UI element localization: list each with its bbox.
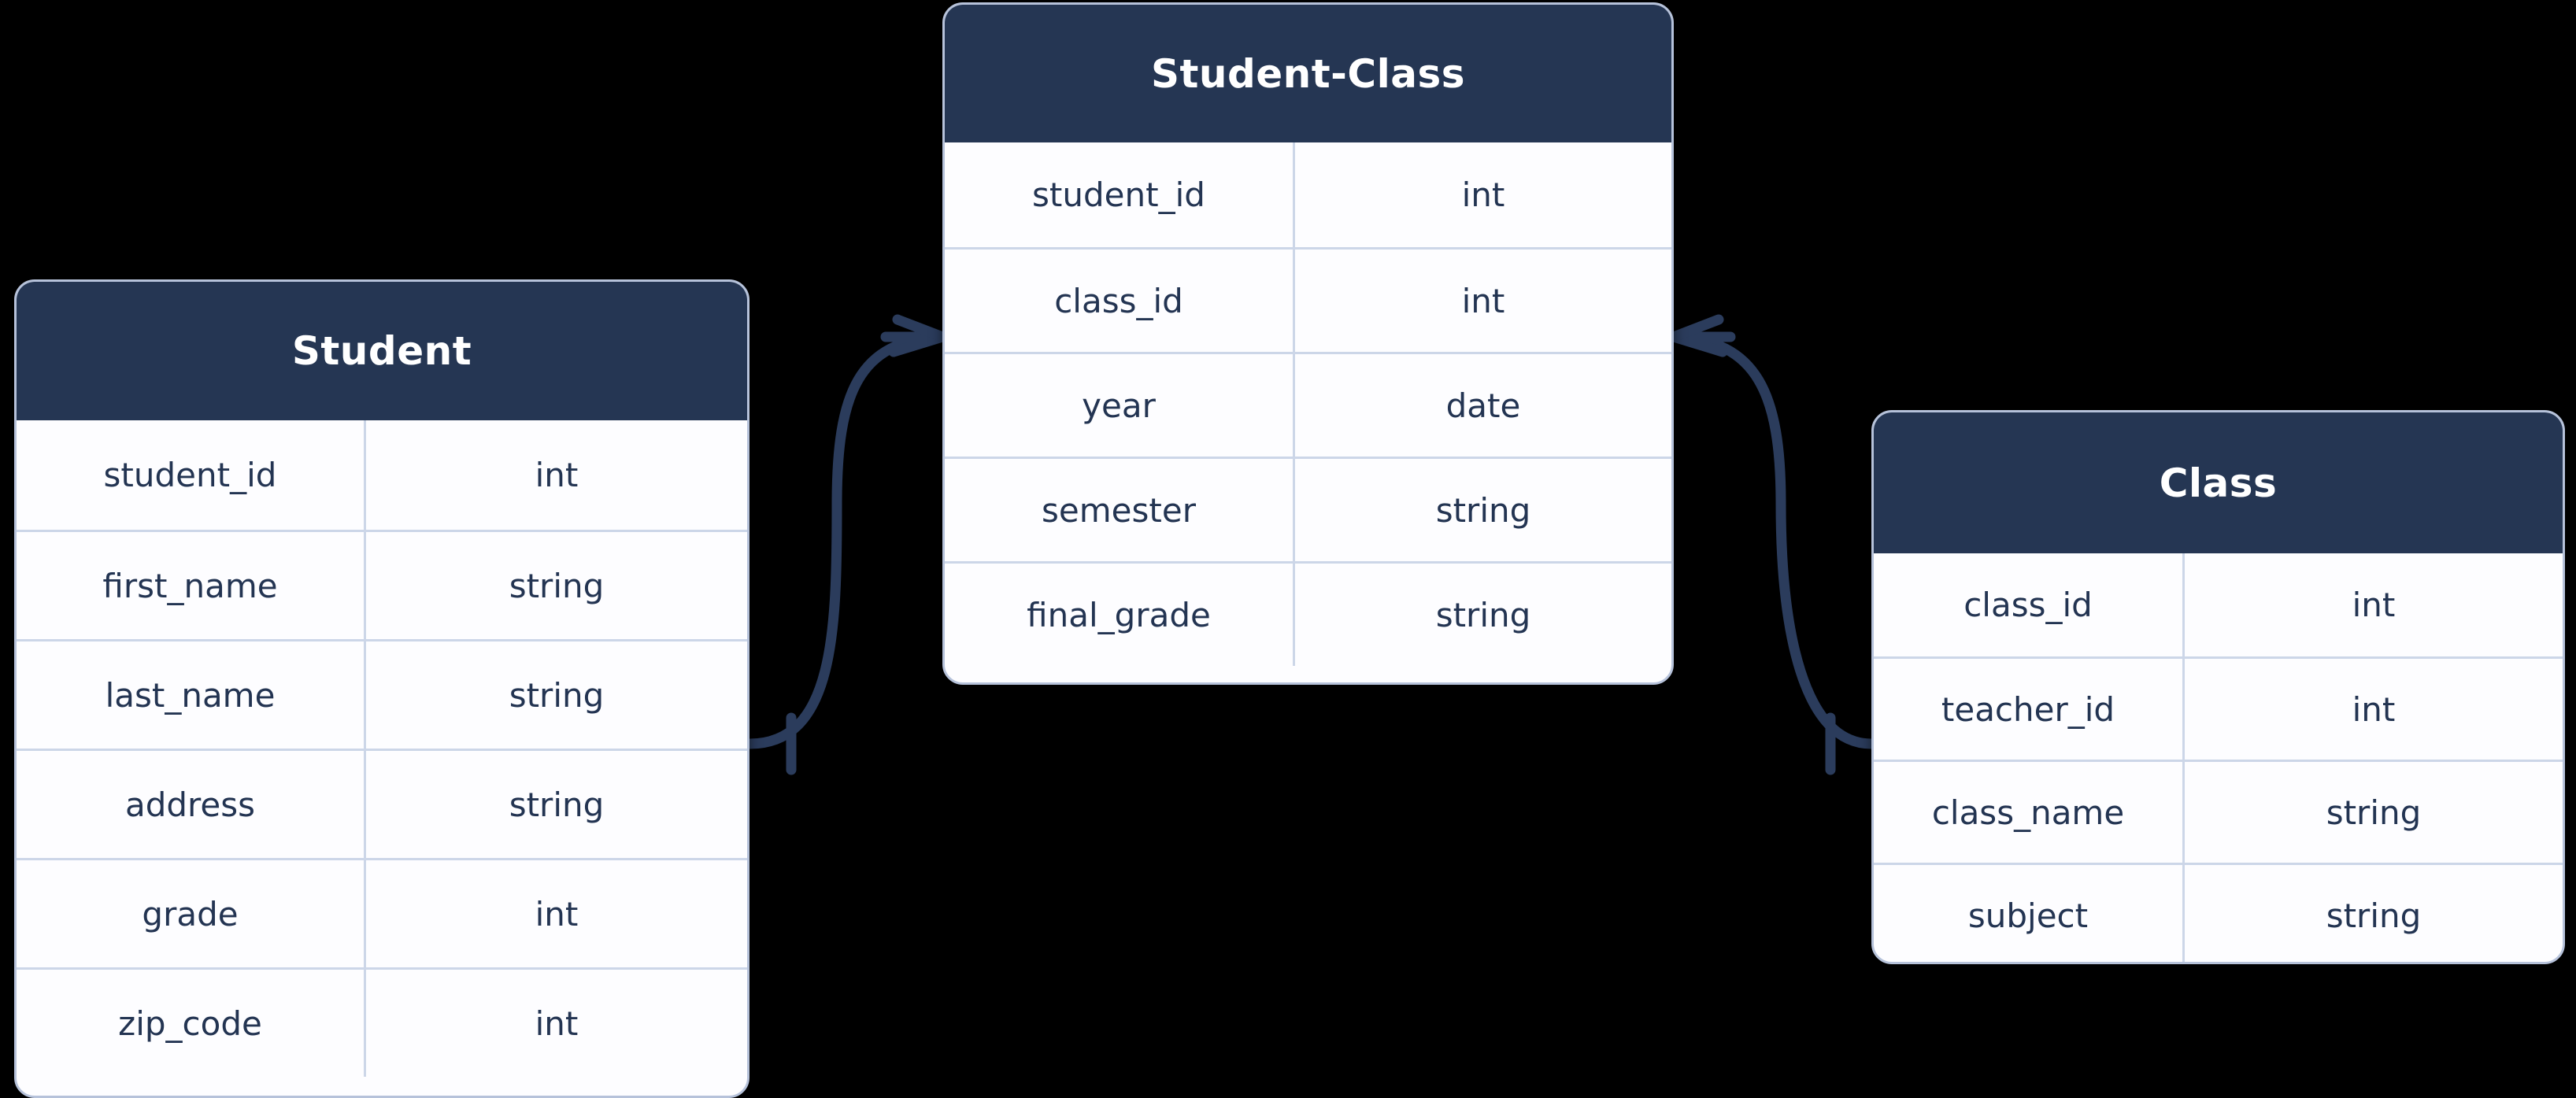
table-row: final_grade string xyxy=(945,561,1671,666)
attribute-name: subject xyxy=(1874,865,2185,962)
table-row: student_id int xyxy=(945,142,1671,247)
table-row: student_id int xyxy=(17,420,747,530)
entity-student-title: Student xyxy=(17,282,747,420)
attribute-type: int xyxy=(535,894,579,933)
attribute-name: year xyxy=(945,354,1295,457)
table-row: teacher_id int xyxy=(1874,656,2563,760)
table-row: class_id int xyxy=(1874,553,2563,656)
attribute-name: student_id xyxy=(945,142,1295,247)
attribute-type: int xyxy=(535,1004,579,1043)
attribute-type: int xyxy=(535,456,579,494)
table-row: last_name string xyxy=(17,639,747,749)
attribute-type: string xyxy=(509,566,605,605)
attribute-type: date xyxy=(1445,386,1521,425)
attribute-name: final_grade xyxy=(945,564,1295,666)
attribute-name: class_id xyxy=(945,250,1295,352)
attribute-name: class_name xyxy=(1874,762,2185,863)
attribute-type: int xyxy=(1461,281,1505,320)
connector-class-studentclass xyxy=(1668,331,1877,749)
attribute-type: string xyxy=(509,675,605,715)
attribute-name: semester xyxy=(945,459,1295,561)
entity-class-title: Class xyxy=(1874,412,2563,553)
attribute-name: class_id xyxy=(1874,553,2185,656)
attribute-type: string xyxy=(1435,595,1531,634)
entity-student-class-attributes: student_id int class_id int year date se… xyxy=(945,142,1671,666)
attribute-name: zip_code xyxy=(17,970,366,1077)
attribute-name: address xyxy=(17,751,366,858)
attribute-name: grade xyxy=(17,860,366,967)
table-row: address string xyxy=(17,749,747,858)
connector-student-studentclass xyxy=(744,331,948,749)
entity-class[interactable]: Class class_id int teacher_id int class_… xyxy=(1871,410,2565,964)
crow-foot-prong-lower-right xyxy=(1668,314,1724,342)
attribute-type: string xyxy=(2326,896,2422,935)
table-row: zip_code int xyxy=(17,967,747,1077)
attribute-type: string xyxy=(2326,793,2422,832)
table-row: subject string xyxy=(1874,863,2563,962)
table-row: class_id int xyxy=(945,247,1671,352)
attribute-name: teacher_id xyxy=(1874,659,2185,760)
entity-student-class-title: Student-Class xyxy=(945,5,1671,142)
attribute-name: student_id xyxy=(17,420,366,530)
attribute-type: int xyxy=(2352,689,2396,729)
entity-student[interactable]: Student student_id int first_name string… xyxy=(14,279,749,1098)
entity-student-attributes: student_id int first_name string last_na… xyxy=(17,420,747,1077)
attribute-type: string xyxy=(1435,490,1531,530)
table-row: semester string xyxy=(945,457,1671,561)
attribute-name: first_name xyxy=(17,532,366,639)
table-row: year date xyxy=(945,352,1671,457)
table-row: first_name string xyxy=(17,530,747,639)
table-row: grade int xyxy=(17,858,747,967)
table-row: class_name string xyxy=(1874,760,2563,863)
attribute-type: string xyxy=(509,785,605,824)
attribute-type: int xyxy=(2352,586,2396,624)
entity-class-attributes: class_id int teacher_id int class_name s… xyxy=(1874,553,2563,962)
crow-foot-prong-lower-left xyxy=(892,314,948,342)
entity-student-class[interactable]: Student-Class student_id int class_id in… xyxy=(942,2,1674,685)
attribute-name: last_name xyxy=(17,641,366,749)
attribute-type: int xyxy=(1461,176,1505,214)
